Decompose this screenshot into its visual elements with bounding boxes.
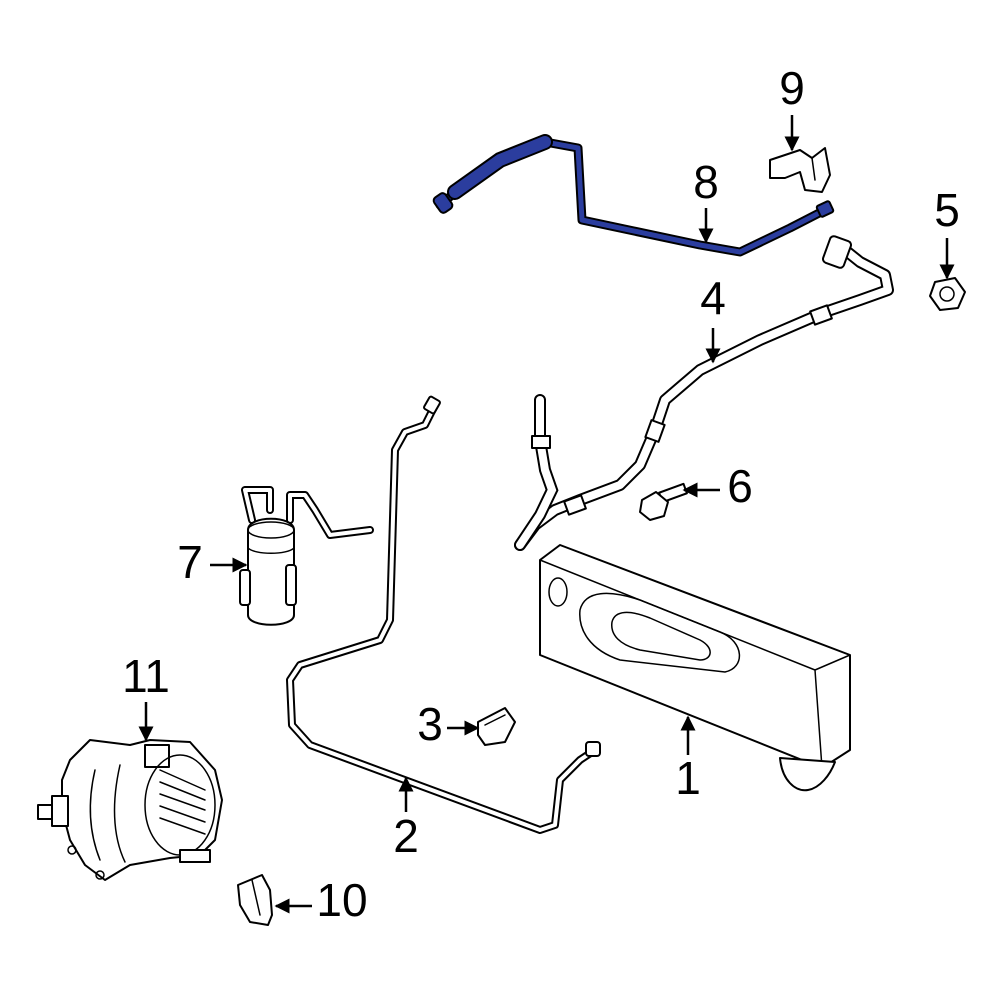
callout-2: 2 [393, 810, 419, 862]
callout-labels: 9 8 5 4 6 7 11 3 1 2 10 [122, 62, 960, 926]
part-11-compressor[interactable] [37, 739, 223, 881]
callout-4: 4 [700, 272, 726, 324]
part-7-receiver-drier[interactable] [239, 486, 374, 626]
part-3-bracket[interactable] [477, 707, 516, 746]
callout-1: 1 [675, 752, 701, 804]
part-10-clip[interactable] [237, 874, 273, 926]
callout-8: 8 [693, 156, 719, 208]
part-8-hose-assembly[interactable] [432, 134, 835, 257]
callout-11: 11 [122, 650, 170, 702]
callout-9: 9 [779, 62, 805, 114]
part-1-condenser[interactable] [539, 544, 851, 792]
callout-10: 10 [316, 874, 367, 926]
leader-arrows [138, 115, 955, 914]
part-6-bolt[interactable] [639, 482, 688, 521]
callout-7: 7 [177, 536, 203, 588]
part-5-nut[interactable] [929, 277, 966, 311]
callout-3: 3 [417, 698, 443, 750]
callout-5: 5 [934, 184, 960, 236]
part-9-clip[interactable] [769, 147, 831, 193]
callout-6: 6 [727, 460, 753, 512]
part-2-liquid-line[interactable] [286, 395, 601, 834]
part-4-suction-hose[interactable] [514, 235, 894, 551]
